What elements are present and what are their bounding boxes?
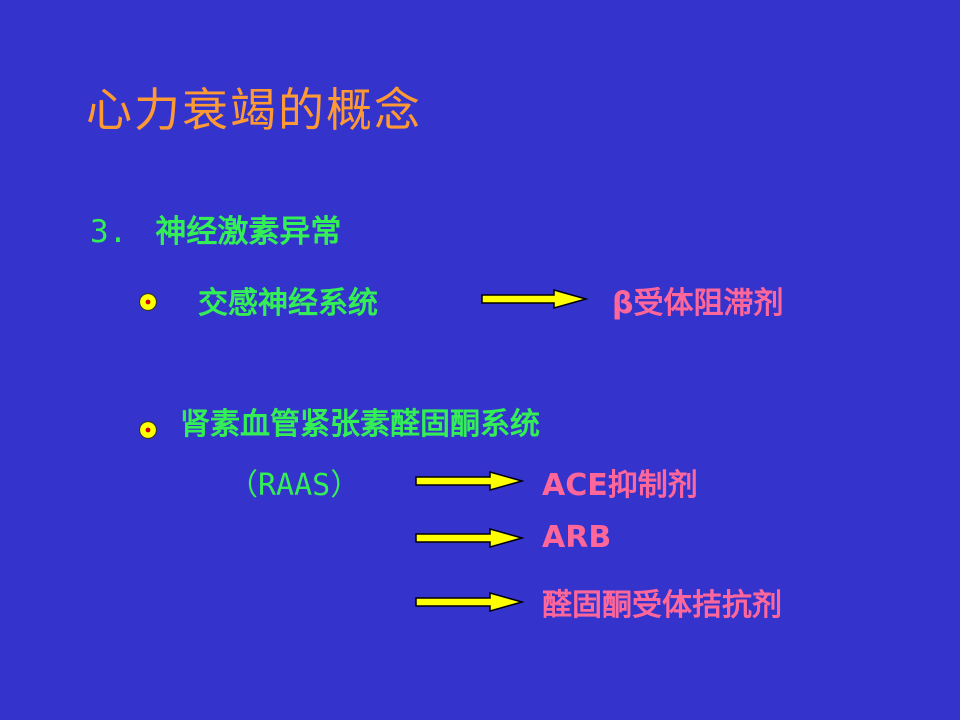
sympathetic-label: 交感神经系统	[198, 286, 378, 321]
right-arrow-icon	[481, 289, 589, 309]
aldosterone-antagonist-label: 醛固酮受体拮抗剂	[542, 588, 782, 623]
bullet-dot-icon	[138, 420, 158, 440]
slide-title: 心力衰竭的概念	[86, 83, 422, 137]
right-arrow-icon	[415, 592, 524, 612]
ace-inhibitor-label: ACE抑制剂	[542, 468, 698, 503]
raas-label: 肾素血管紧张素醛固酮系统	[180, 407, 540, 442]
arb-label: ARB	[542, 520, 612, 555]
raas-abbreviation: （RAAS）	[228, 468, 361, 503]
section-heading: 3. 神经激素异常	[90, 206, 341, 251]
right-arrow-icon	[415, 471, 524, 491]
beta-blocker-label: β受体阻滞剂	[612, 286, 784, 321]
bullet-dot-icon	[138, 292, 158, 312]
section-heading-text: 神经激素异常	[155, 214, 342, 250]
section-number: 3.	[90, 214, 128, 250]
right-arrow-icon	[415, 528, 524, 548]
